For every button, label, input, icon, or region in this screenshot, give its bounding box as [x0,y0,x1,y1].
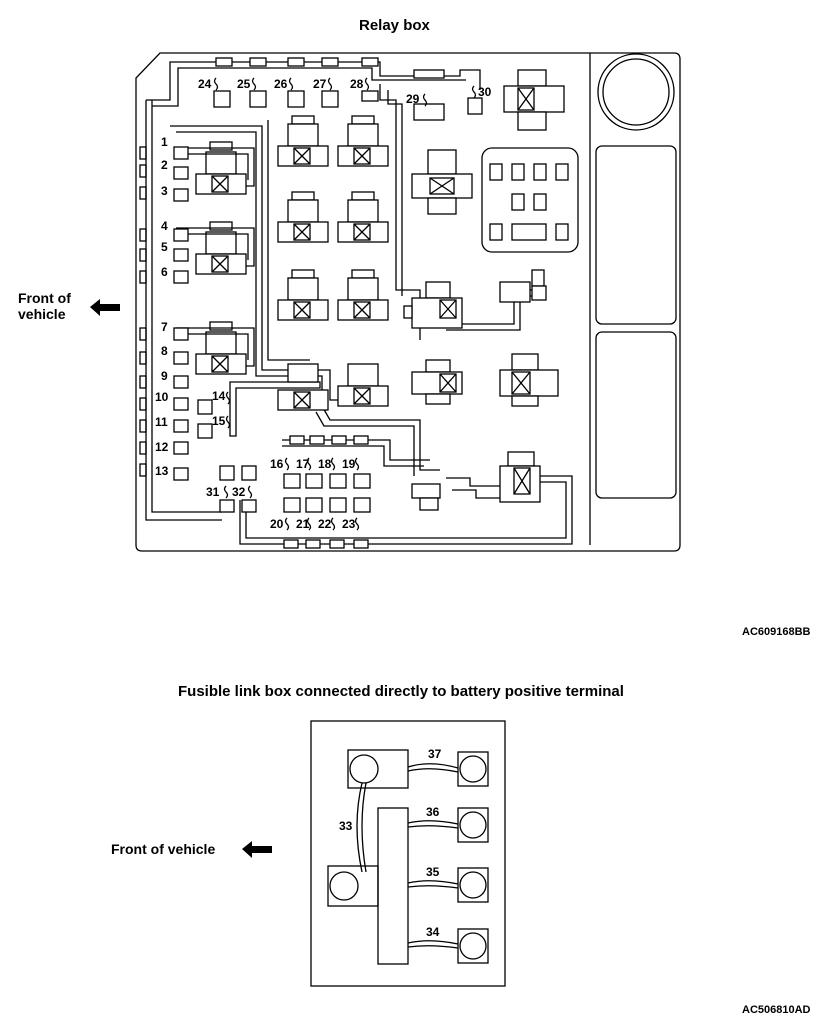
fuse-label: 12 [155,440,169,454]
fuse-label: 5 [161,240,168,254]
fuse-label: 10 [155,390,169,404]
fuse-label: 21 [296,517,310,531]
fuse-label: 22 [318,517,332,531]
relay-box-diagram: 1 2 3 4 5 6 7 8 9 10 11 12 13 14 15 16 1… [90,52,681,552]
fuse-label: 29 [406,92,420,106]
link-label: 37 [428,747,442,761]
fuse-label: 13 [155,464,169,478]
fuse-label: 8 [161,344,168,358]
relay-box-figure-code: AC609168BB [742,626,811,638]
fusible-link-labels: 33 34 35 36 37 [339,747,442,939]
fuse-label: 24 [198,77,212,91]
fuse-label: 9 [161,369,168,383]
fuse-label: 32 [232,485,246,499]
fuse-label: 1 [161,135,168,149]
fuse-label: 18 [318,457,332,471]
fuse-label: 6 [161,265,168,279]
fuse-label: 23 [342,517,356,531]
link-label: 35 [426,865,440,879]
fuse-label: 17 [296,457,310,471]
fusible-link-box-outline [310,720,506,987]
relay-box-front-label: Front of vehicle [18,290,71,322]
fuse-label: 31 [206,485,220,499]
link-label: 33 [339,819,353,833]
front-arrow-icon [242,841,272,858]
relay-box-outline [135,52,681,552]
fuse-label: 14 [212,389,226,403]
fuse-label: 26 [274,77,288,91]
fusible-link-front-label: Front of vehicle [111,841,216,857]
fuse-label: 2 [161,158,168,172]
fuse-label: 15 [212,414,226,428]
fusible-link-figure-code: AC506810AD [742,1004,811,1016]
link-label: 34 [426,925,440,939]
link-label: 36 [426,805,440,819]
fuse-label: 7 [161,320,168,334]
relay-box-title: Relay box [359,17,430,34]
fuse-label: 19 [342,457,356,471]
front-label-line-2: vehicle [18,306,66,322]
fuse-label: 4 [161,219,168,233]
fuse-label: 11 [155,415,168,429]
fuse-labels: 1 2 3 4 5 6 7 8 9 10 11 12 13 14 15 16 1… [155,77,492,531]
fuse-label: 16 [270,457,284,471]
fusible-link-box-title: Fusible link box connected directly to b… [178,683,624,700]
fuse-label: 28 [350,77,364,91]
fuse-label: 30 [478,85,492,99]
fuse-label: 27 [313,77,327,91]
fuse-label: 20 [270,517,284,531]
front-label-line-1: Front of [18,290,71,306]
front-arrow-icon [90,299,120,316]
fuse-label: 25 [237,77,251,91]
fuse-label: 3 [161,184,168,198]
